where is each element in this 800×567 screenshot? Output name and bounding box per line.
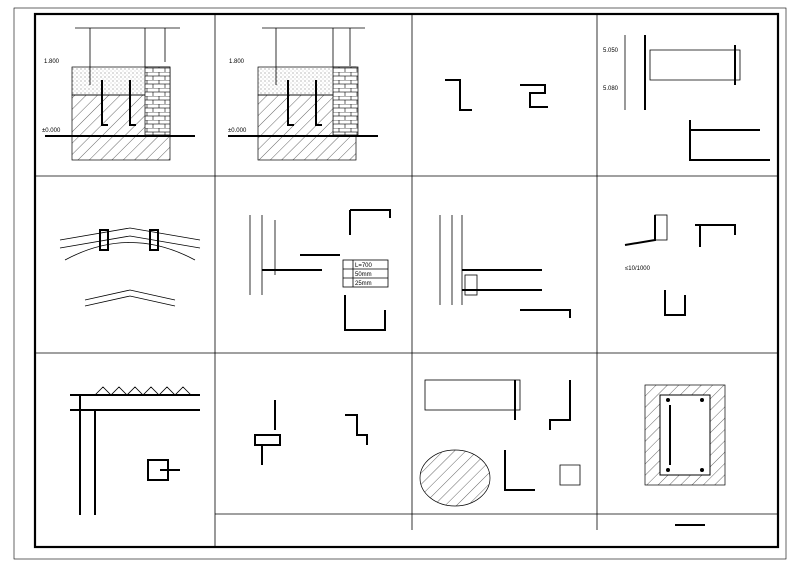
- column-beam-connection: [439, 215, 571, 318]
- base-plate-detail: [644, 384, 726, 526]
- gutter-detail: 5.050 5.080: [603, 35, 770, 161]
- level-label: 1.800: [229, 59, 245, 65]
- level-label: ±0.000: [42, 128, 61, 134]
- eave-detail: L=700 50mm 25mm: [249, 209, 391, 331]
- foundation-detail-1: 1.800 ±0.000: [42, 27, 195, 161]
- table-cell: 50mm: [355, 272, 372, 278]
- gutter-sections: [419, 379, 581, 507]
- corner-roof-detail: [70, 386, 200, 515]
- level-label: 5.080: [603, 86, 619, 92]
- level-label: ±0.000: [228, 128, 247, 134]
- table-cell: L=700: [355, 263, 373, 269]
- level-label: 1.800: [44, 59, 60, 65]
- wall-flashing-detail: [254, 400, 368, 465]
- drawing-frame: [33, 12, 780, 549]
- flashing-profiles: [445, 79, 548, 111]
- foundation-detail-2: 1.800 ±0.000: [228, 27, 378, 161]
- trim-profiles: ≤10/1000: [624, 214, 736, 316]
- table-cell: 25mm: [355, 281, 372, 287]
- outer-border: [13, 7, 787, 560]
- ridge-detail: [59, 227, 201, 307]
- spec-table: L=700 50mm 25mm: [342, 259, 389, 288]
- note-label: ≤10/1000: [625, 266, 651, 272]
- level-label: 5.050: [603, 48, 619, 54]
- panel-grid: [35, 14, 778, 547]
